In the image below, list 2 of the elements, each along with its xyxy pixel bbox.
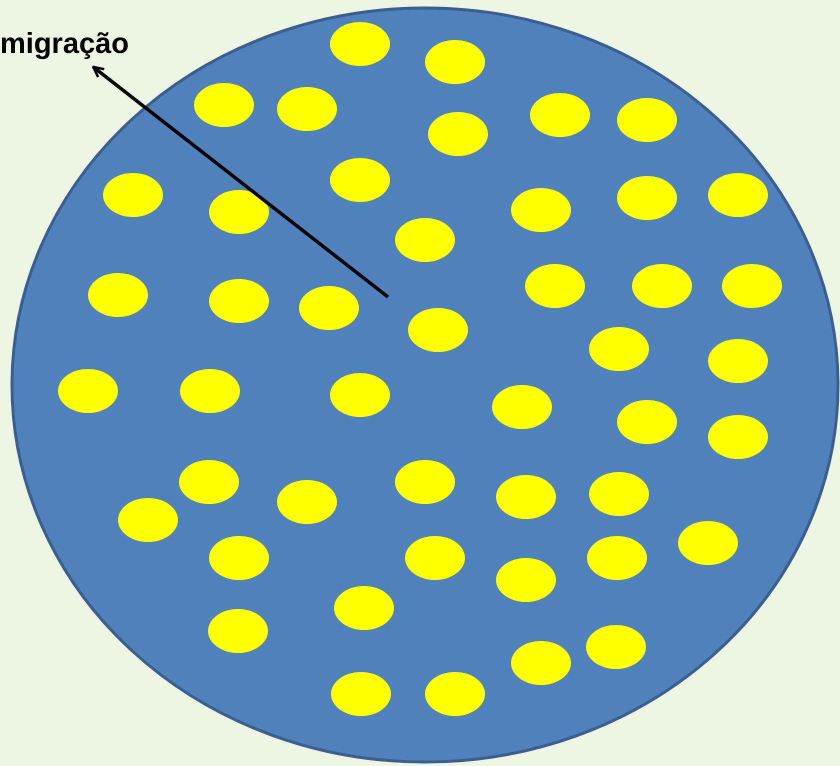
arrow	[92, 66, 390, 298]
arrow-label: migração	[0, 28, 129, 61]
